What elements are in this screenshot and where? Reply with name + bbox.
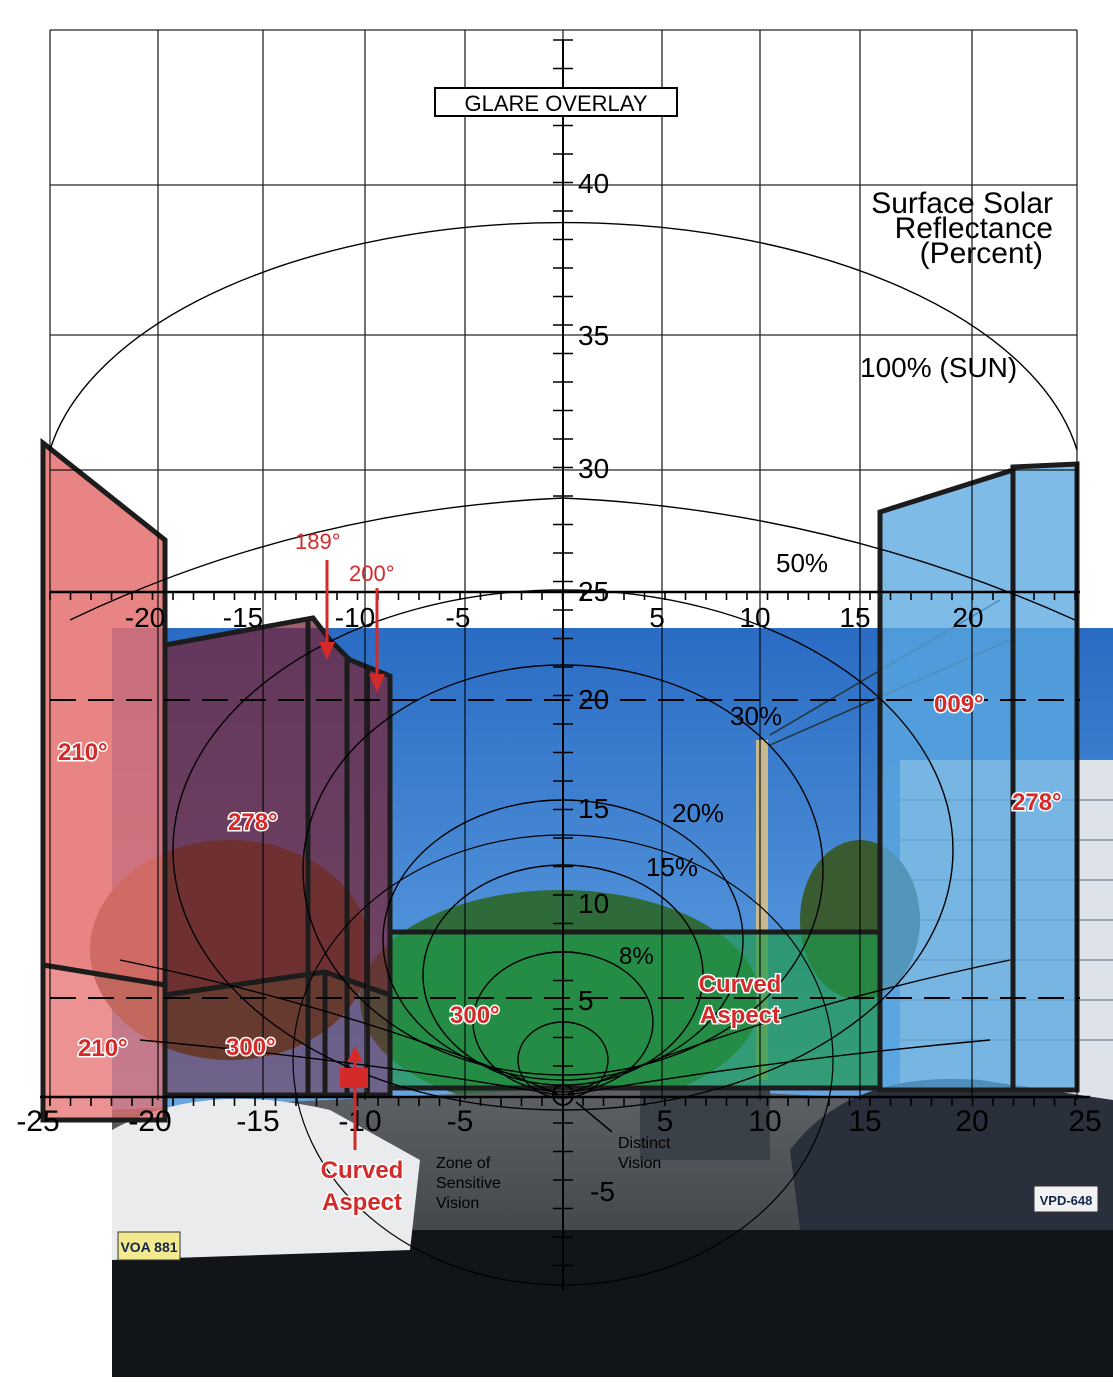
contour-20	[382, 799, 744, 1081]
label-curved-center-2: Aspect	[700, 1002, 780, 1029]
number-plate-left	[117, 1231, 181, 1261]
y-tick-label: 35	[578, 320, 609, 351]
x-tick-label-upper: -5	[446, 602, 471, 633]
zone-sensitive-vision	[292, 834, 834, 1286]
x-tick-label-upper: -20	[125, 602, 165, 633]
y-axis-labels: 40 35 30 25 20 15 10 5 -5	[578, 168, 615, 1207]
zone-label-1: Zone of	[436, 1155, 491, 1172]
label-300-left: 300°	[226, 1034, 276, 1061]
red-arrows	[319, 560, 385, 1150]
number-plate-right	[1033, 1185, 1099, 1213]
contour-30-inner	[302, 664, 824, 1076]
label-210-upper: 210°	[58, 739, 108, 766]
red-arrow-labels: 189° 200°	[295, 529, 395, 586]
axis-ticks	[49, 39, 1076, 1267]
label-189: 189°	[295, 529, 341, 554]
y-tick-label: 40	[578, 168, 609, 199]
x-tick-label-upper: -15	[223, 602, 263, 633]
x-tick-label-lower: 5	[657, 1105, 674, 1138]
legend-line-2: Reflectance	[895, 212, 1053, 245]
x-tick-label-lower: 10	[748, 1105, 781, 1138]
legend-line-3: (Percent)	[920, 237, 1043, 270]
label-200: 200°	[349, 561, 395, 586]
zone-label-3: Vision	[436, 1195, 479, 1212]
arrow-curved-head	[347, 1046, 363, 1062]
dark-car	[790, 1078, 1113, 1230]
label-210-lower: 210°	[78, 1035, 128, 1062]
facade-210-lower	[40, 962, 168, 1123]
label-278-right: 278°	[1012, 789, 1062, 816]
contour-100	[49, 221, 1078, 451]
y-tick-label: 5	[578, 985, 594, 1016]
x-tick-label-upper: 10	[739, 602, 770, 633]
x-tick-label-upper: 5	[649, 602, 665, 633]
y-tick-label: 15	[578, 793, 609, 824]
x-tick-label-upper: 20	[952, 602, 983, 633]
contour-50	[69, 497, 1076, 621]
x-tick-label-lower: 25	[1068, 1105, 1101, 1138]
legend-line-1: Surface Solar	[871, 187, 1053, 220]
title: GLARE OVERLAY	[465, 91, 648, 116]
facade-210-upper	[40, 437, 168, 988]
contour-8	[472, 951, 654, 1093]
label-300-center: 300°	[450, 1002, 500, 1029]
reflectance-contours	[49, 221, 1078, 1286]
facade-278-right	[1010, 461, 1080, 1093]
facade-angle-labels: 210° 278° 210° 300° 300° Curved Aspect 0…	[57, 690, 1064, 1218]
title-box: GLARE OVERLAY	[434, 87, 678, 117]
x-axis-labels: -20 -15 -10 -5 5 10 15 20 -25 -20 -15 -10 -5 5 10 15 20 2…	[16, 602, 1101, 1138]
arrow-189-head	[319, 642, 335, 660]
y-tick-label: 25	[578, 576, 609, 607]
label-20: 20%	[672, 798, 724, 828]
radial-curve	[567, 959, 1011, 1095]
label-curved-left-1: Curved	[321, 1157, 404, 1184]
x-tick-label-lower: -5	[447, 1105, 474, 1138]
distinct-vision-pointer	[575, 1101, 613, 1133]
label-curved-left-2: Aspect	[322, 1189, 402, 1216]
zone-label-2: Sensitive	[436, 1175, 501, 1192]
label-100-sun: 100% (SUN)	[860, 352, 1017, 383]
number-plate-left-text: VOA 881	[120, 1239, 177, 1255]
y-tick-label: 20	[578, 684, 609, 715]
label-278-left: 278°	[228, 809, 278, 836]
white-car	[112, 1098, 420, 1260]
x-tick-label-lower: -15	[236, 1105, 279, 1138]
x-tick-label-lower: -10	[338, 1105, 381, 1138]
x-tick-label-lower: 15	[848, 1105, 881, 1138]
facade-278-left	[162, 615, 393, 999]
facade-overlays	[40, 437, 1080, 1123]
distinct-vision-circle	[552, 1084, 574, 1106]
arrow-curved-marker	[340, 1068, 368, 1088]
radial-curve	[119, 959, 559, 1095]
label-15: 15%	[646, 852, 698, 882]
x-tick-label-lower: -25	[16, 1105, 59, 1138]
contour-small	[517, 1021, 609, 1099]
contour-labels: 100% (SUN) 50% 30% 20% 15% 8%	[619, 352, 1017, 970]
label-8: 8%	[619, 943, 654, 970]
radial-curve	[567, 1039, 991, 1096]
y-tick-label: 30	[578, 453, 609, 484]
label-50: 50%	[776, 548, 828, 578]
zone-labels: Zone of Sensitive Vision Distinct Vision	[436, 1101, 671, 1212]
distinct-label-2: Vision	[618, 1155, 661, 1172]
x-tick-label-lower: 20	[955, 1105, 988, 1138]
x-tick-label-lower: -20	[128, 1105, 171, 1138]
x-tick-label-upper: -10	[335, 602, 375, 633]
y-tick-label: 10	[578, 888, 609, 919]
dashboard	[112, 1230, 1113, 1377]
label-30: 30%	[730, 701, 782, 731]
arrow-200-head	[369, 674, 385, 692]
label-009: 009°	[934, 691, 984, 718]
distinct-label-1: Distinct	[618, 1135, 671, 1152]
x-tick-label-upper: 15	[839, 602, 870, 633]
number-plate-right-text: VPD-648	[1040, 1193, 1093, 1208]
contour-30	[172, 589, 954, 1111]
y-tick-label: -5	[590, 1176, 615, 1207]
legend-title: Surface Solar Reflectance (Percent)	[871, 187, 1053, 270]
label-curved-center-1: Curved	[699, 971, 782, 998]
